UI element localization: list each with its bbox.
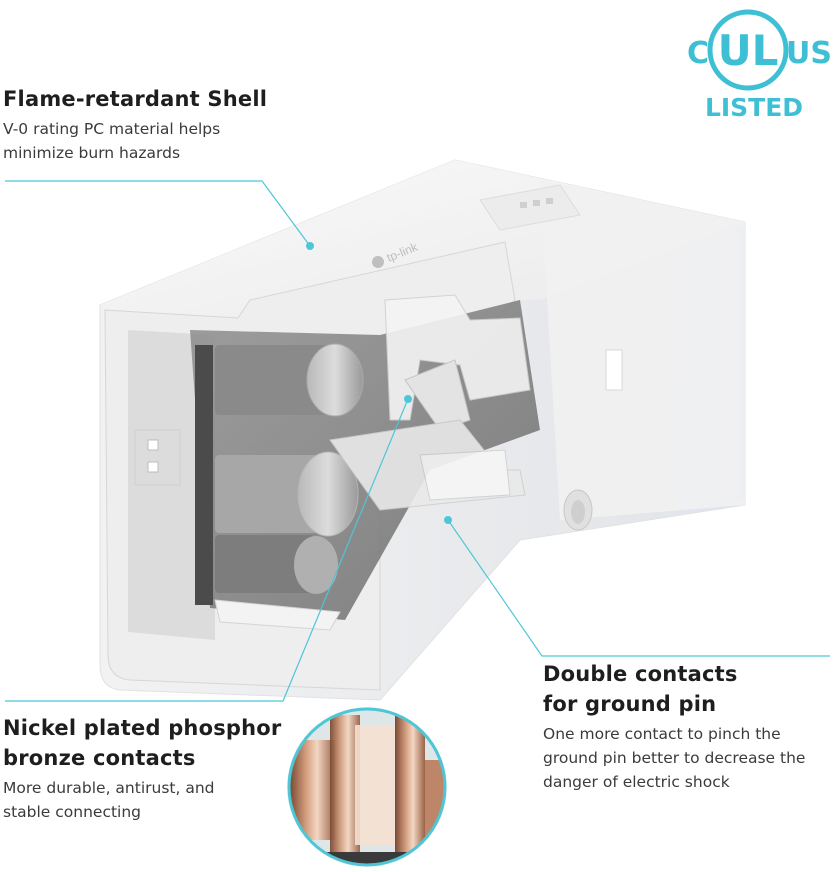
title-line: for ground pin (543, 692, 717, 716)
title-line: bronze contacts (3, 746, 196, 770)
desc-line: danger of electric shock (543, 773, 730, 791)
capacitor-middle (215, 451, 359, 537)
callout-line-shell (5, 180, 311, 247)
feature-desc-shell: V-0 rating PC material helps minimize bu… (3, 117, 220, 165)
desc-line: V-0 rating PC material helps (3, 120, 221, 138)
feature-title-ground: Double contacts for ground pin (543, 659, 738, 719)
callout-lines (5, 180, 830, 702)
ul-bottom-word: LISTED (705, 93, 803, 121)
capacitor-bottom (215, 535, 338, 594)
ul-listed-logo: UL C US LISTED (688, 9, 832, 121)
ul-left-letter: C (688, 36, 709, 71)
brass-contacts (329, 294, 531, 511)
feature-title-shell: Flame-retardant Shell (3, 87, 268, 111)
ul-right-letters: US (786, 36, 832, 71)
desc-line: minimize burn hazards (3, 144, 181, 162)
callout-line-ground (447, 519, 830, 657)
desc-line: ground pin better to decrease the (543, 749, 806, 767)
desc-line: One more contact to pinch the (543, 725, 781, 743)
ul-center-letters: UL (718, 26, 779, 75)
desc-line: More durable, antirust, and (3, 779, 215, 797)
capacitor-top (215, 343, 364, 417)
title-line: Nickel plated phosphor (3, 716, 282, 740)
desc-line: stable connecting (3, 803, 142, 821)
callout-line-bronze (5, 398, 409, 702)
feature-desc-bronze: More durable, antirust, and stable conne… (3, 776, 215, 824)
feature-desc-ground: One more contact to pinch the ground pin… (543, 722, 805, 794)
feature-title-bronze: Nickel plated phosphor bronze contacts (3, 713, 281, 773)
title-line: Double contacts (543, 662, 738, 686)
contacts-zoom-circle (287, 707, 447, 867)
plug-interior (190, 294, 623, 620)
